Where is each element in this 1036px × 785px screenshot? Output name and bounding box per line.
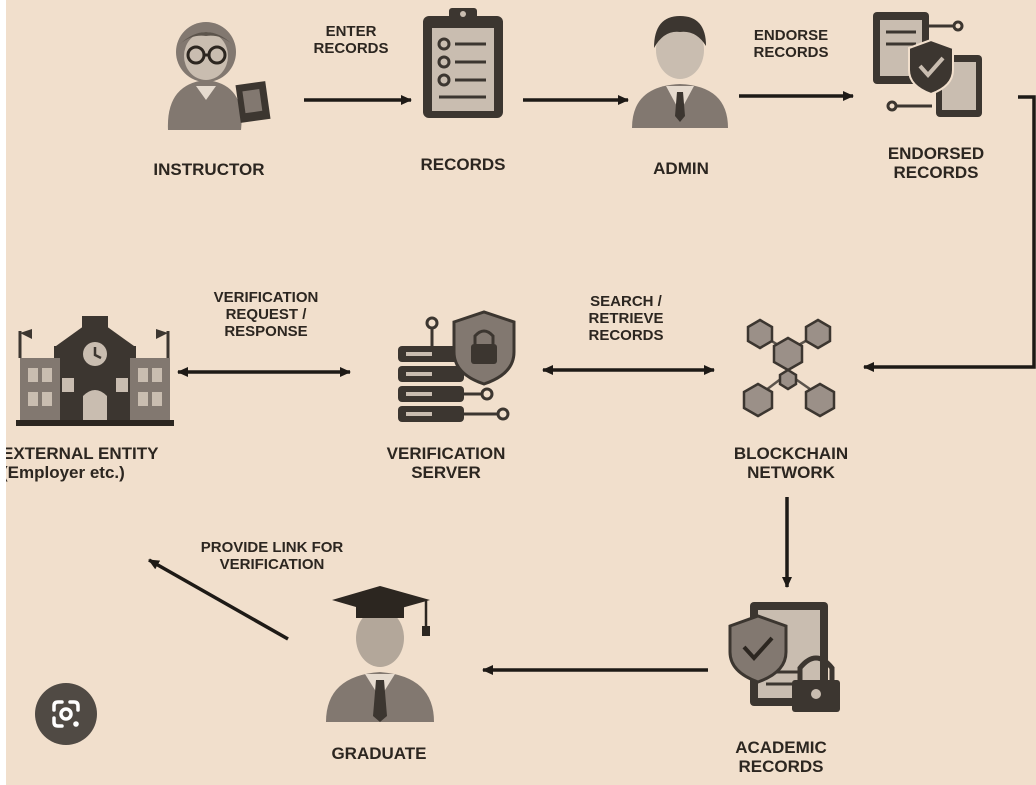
blockchain-icon [742, 318, 836, 418]
endorsed-records-label: ENDORSED RECORDS [866, 144, 1006, 182]
graduate-label: GRADUATE [331, 744, 427, 763]
endorse-records-label: ENDORSE RECORDS [736, 27, 846, 62]
records-label: RECORDS [420, 155, 506, 174]
academic-records-line-1: ACADEMIC [735, 738, 827, 757]
enter-records-label: ENTER RECORDS [296, 23, 406, 58]
enter-records-line-2: RECORDS [313, 39, 389, 57]
graduate-icon [326, 586, 434, 722]
arrow-graduate-to-external [148, 558, 289, 641]
verification-request-label: VERIFICATION REQUEST / RESPONSE [186, 289, 346, 340]
external-entity-line-1: EXTERNAL ENTITY [6, 444, 159, 463]
verification-server-line-2: SERVER [411, 463, 481, 483]
provide-link-label: PROVIDE LINK FOR VERIFICATION [172, 539, 372, 574]
academic-records-label: ACADEMIC RECORDS [716, 738, 846, 776]
blockchain-network-line-1: BLOCKCHAIN [733, 444, 849, 463]
verification-request-line-2: REQUEST / [225, 305, 307, 323]
search-retrieve-line-2: RETRIEVE [588, 309, 664, 327]
verification-server-line-1: VERIFICATION [386, 444, 506, 463]
arrow-endorsed-to-blockchain [863, 95, 1036, 372]
enter-records-line-1: ENTER [325, 23, 377, 40]
external-entity-label: EXTERNAL ENTITY (Employer etc.) [6, 444, 182, 482]
endorsed-records-line-1: ENDORSED [887, 144, 985, 163]
clipboard-icon [423, 8, 503, 118]
verification-server-label: VERIFICATION SERVER [371, 444, 521, 482]
admin-icon [632, 16, 728, 128]
search-retrieve-line-1: SEARCH / [590, 293, 662, 310]
diagram-canvas: INSTRUCTOR RECORDS ADMIN ENDORSED RECORD… [6, 0, 1036, 785]
verification-request-line-3: RESPONSE [224, 322, 308, 340]
endorsed-documents-icon [873, 12, 982, 117]
search-retrieve-label: SEARCH / RETRIEVE RECORDS [566, 293, 686, 344]
university-building-icon [16, 316, 174, 426]
google-lens-button[interactable] [35, 683, 97, 745]
provide-link-line-2: VERIFICATION [219, 555, 325, 573]
external-entity-line-2: (Employer etc.) [6, 463, 125, 483]
flow-diagram [16, 8, 1036, 722]
endorse-records-line-2: RECORDS [753, 43, 829, 61]
endorse-records-line-1: ENDORSE [753, 27, 829, 44]
endorsed-records-line-2: RECORDS [893, 163, 979, 183]
admin-label: ADMIN [653, 159, 709, 178]
blockchain-network-label: BLOCKCHAIN NETWORK [716, 444, 866, 482]
google-lens-icon [52, 700, 80, 728]
academic-records-icon [728, 602, 840, 712]
search-retrieve-line-3: RECORDS [588, 326, 664, 344]
academic-records-line-2: RECORDS [738, 757, 824, 777]
secure-server-icon [398, 310, 516, 422]
instructor-label: INSTRUCTOR [153, 160, 265, 179]
instructor-icon [167, 22, 271, 130]
provide-link-line-1: PROVIDE LINK FOR [200, 539, 344, 556]
blockchain-network-line-2: NETWORK [747, 463, 835, 483]
verification-request-line-1: VERIFICATION [213, 289, 319, 306]
